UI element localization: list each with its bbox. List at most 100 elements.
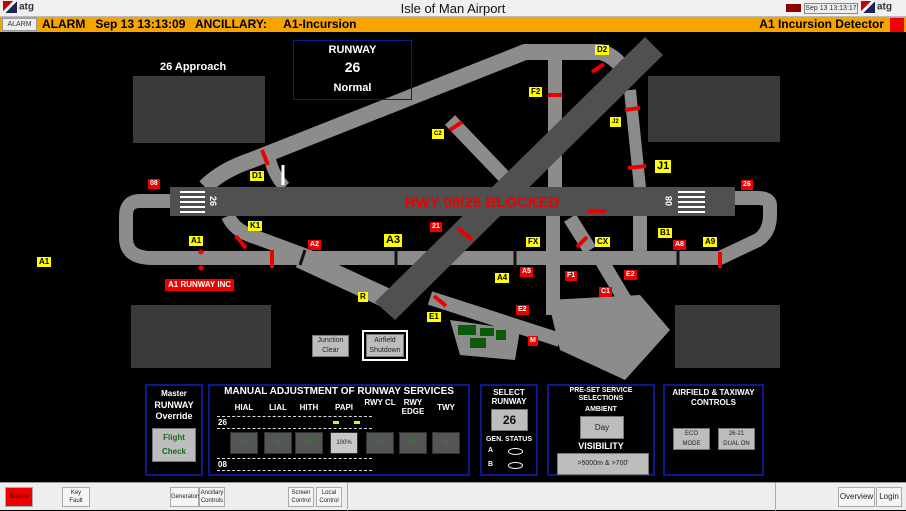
column-header: RWY CL: [364, 398, 396, 407]
label-e2-apron: E2: [624, 270, 637, 280]
service-level-button[interactable]: Off: [295, 432, 323, 454]
papi-indicator: [354, 421, 360, 424]
service-level-button[interactable]: Off: [264, 432, 292, 454]
ancillary-controls-button[interactable]: Ancillary Controls: [199, 487, 225, 507]
column-header: RWY EDGE: [401, 398, 425, 416]
label-a5: A5: [520, 267, 533, 277]
title-bar: atg Isle of Man Airport Sep 13 13:13:17 …: [0, 0, 906, 17]
label-c2: C2: [432, 129, 444, 139]
airfield-shutdown-button[interactable]: Airfield Shutdown: [366, 334, 404, 357]
divider: [775, 483, 776, 511]
runway-box-title: RUNWAY: [328, 44, 377, 56]
visibility-button[interactable]: >5000m & >700': [557, 453, 649, 475]
airfield-controls-title: AIRFIELD & TAXIWAY CONTROLS: [672, 388, 755, 407]
label-a9: A9: [703, 237, 718, 247]
key-fault-button[interactable]: Key Fault: [62, 487, 90, 507]
junction-clear-button[interactable]: Junction Clear: [312, 335, 349, 357]
alarm-bar: ALARM ALARM Sep 13 13:13:09 ANCILLARY: A…: [0, 17, 906, 32]
label-m: M: [528, 336, 538, 346]
ambient-label: AMBIENT: [585, 406, 617, 413]
flight-check-button[interactable]: Flight Check: [152, 428, 196, 462]
label-f2: F2: [529, 87, 543, 97]
service-level-button[interactable]: Off: [230, 432, 258, 454]
buildings: [131, 76, 780, 368]
stop-bars: [234, 62, 722, 308]
screen-control-button[interactable]: Screen Control: [288, 487, 314, 507]
login-button[interactable]: Login: [876, 487, 902, 507]
dual-on-button[interactable]: 26-21 DUAL ON: [718, 428, 755, 450]
label-r: R: [358, 292, 368, 302]
runway-03-21: [375, 37, 663, 320]
runway-blocked-text: RWY 08/26 BLOCKED: [405, 194, 560, 211]
alarm-button[interactable]: ALARM: [2, 18, 37, 31]
service-level-button[interactable]: Off: [432, 432, 460, 454]
runway-select-button[interactable]: 26: [491, 409, 528, 431]
clock: Sep 13 13:13:17: [804, 3, 858, 14]
master-override-panel: Master RUNWAY Override Flight Check: [145, 384, 203, 476]
app-title: Isle of Man Airport: [400, 1, 506, 16]
local-control-button[interactable]: Local Control: [316, 487, 342, 507]
airfield-shutdown-frame: [362, 330, 408, 361]
label-f1: F1: [565, 271, 578, 281]
row-label-26: 26: [218, 418, 227, 427]
label-d2: D2: [595, 45, 610, 55]
label-fx: FX: [526, 237, 541, 247]
gen-a-status-indicator: [508, 448, 523, 455]
preset-title: PRE-SET SERVICE SELECTIONS: [569, 387, 633, 402]
select-runway-panel: SELECT RUNWAY 26 GEN. STATUS A B: [480, 384, 538, 476]
service-level-button[interactable]: Off: [399, 432, 427, 454]
label-08: 08: [148, 179, 160, 189]
alarm-acknowledge-button[interactable]: [890, 18, 904, 32]
label-a1-left: A1: [37, 257, 52, 267]
atg-logo-right: atg: [861, 1, 905, 16]
row-label-08: 08: [218, 460, 227, 469]
manual-adjustment-panel: MANUAL ADJUSTMENT OF RUNWAY SERVICES: [208, 384, 470, 476]
incursion-alert[interactable]: A1 RUNWAY INC: [165, 279, 235, 291]
master-title: RUNWAY: [154, 400, 194, 410]
generators-button[interactable]: Generators: [170, 487, 201, 507]
visibility-label: VISIBILITY: [578, 441, 624, 451]
eco-mode-button[interactable]: ECO MODE: [673, 428, 710, 450]
logo-text: atg: [19, 1, 34, 13]
label-a8: A8: [673, 240, 686, 250]
column-header: PAPI: [334, 403, 354, 412]
apron: [548, 295, 670, 380]
service-level-button[interactable]: 100%: [330, 432, 358, 454]
label-26: 26: [741, 180, 753, 190]
runway-box-status: Normal: [333, 82, 372, 94]
gen-a-label: A: [488, 447, 494, 454]
gen-status-label: GEN. STATUS: [485, 436, 533, 443]
divider: [217, 428, 372, 429]
gen-b-label: B: [488, 461, 494, 468]
divider: [217, 416, 372, 417]
runway-08-26: [170, 187, 735, 216]
label-k1: K1: [248, 221, 263, 231]
building-block: [131, 305, 271, 368]
label-c1: C1: [599, 287, 612, 297]
runway-box-number: 26: [344, 59, 361, 75]
silence-button[interactable]: Silence: [5, 487, 33, 507]
label-d1: D1: [250, 171, 265, 181]
column-header: HITH: [299, 403, 319, 412]
label-j2: J2: [610, 117, 621, 127]
threshold-markings: [180, 191, 705, 213]
ambient-button[interactable]: Day: [580, 416, 624, 439]
building-block: [648, 76, 780, 142]
select-runway-title: SELECT RUNWAY: [491, 388, 527, 406]
hangars: [458, 325, 506, 348]
runway-status-box: RUNWAY 26 Normal: [293, 40, 412, 100]
runway-end-marking: 08: [664, 195, 675, 207]
divider: [347, 483, 348, 511]
divider: [217, 470, 372, 471]
airfield-controls-panel: AIRFIELD & TAXIWAY CONTROLS ECO MODE 26-…: [663, 384, 764, 476]
gen-b-status-indicator: [508, 462, 523, 469]
service-level-button[interactable]: Off: [366, 432, 394, 454]
status-led: [786, 4, 801, 12]
footer-toolbar: Silence Key Fault Generators Ancillary C…: [0, 482, 906, 511]
divider: [217, 458, 372, 459]
label-j1: J1: [655, 160, 672, 173]
label-a3: A3: [384, 234, 403, 247]
column-header: TWY: [437, 403, 455, 412]
manual-title: MANUAL ADJUSTMENT OF RUNWAY SERVICES: [224, 386, 454, 397]
overview-button[interactable]: Overview: [838, 487, 875, 507]
